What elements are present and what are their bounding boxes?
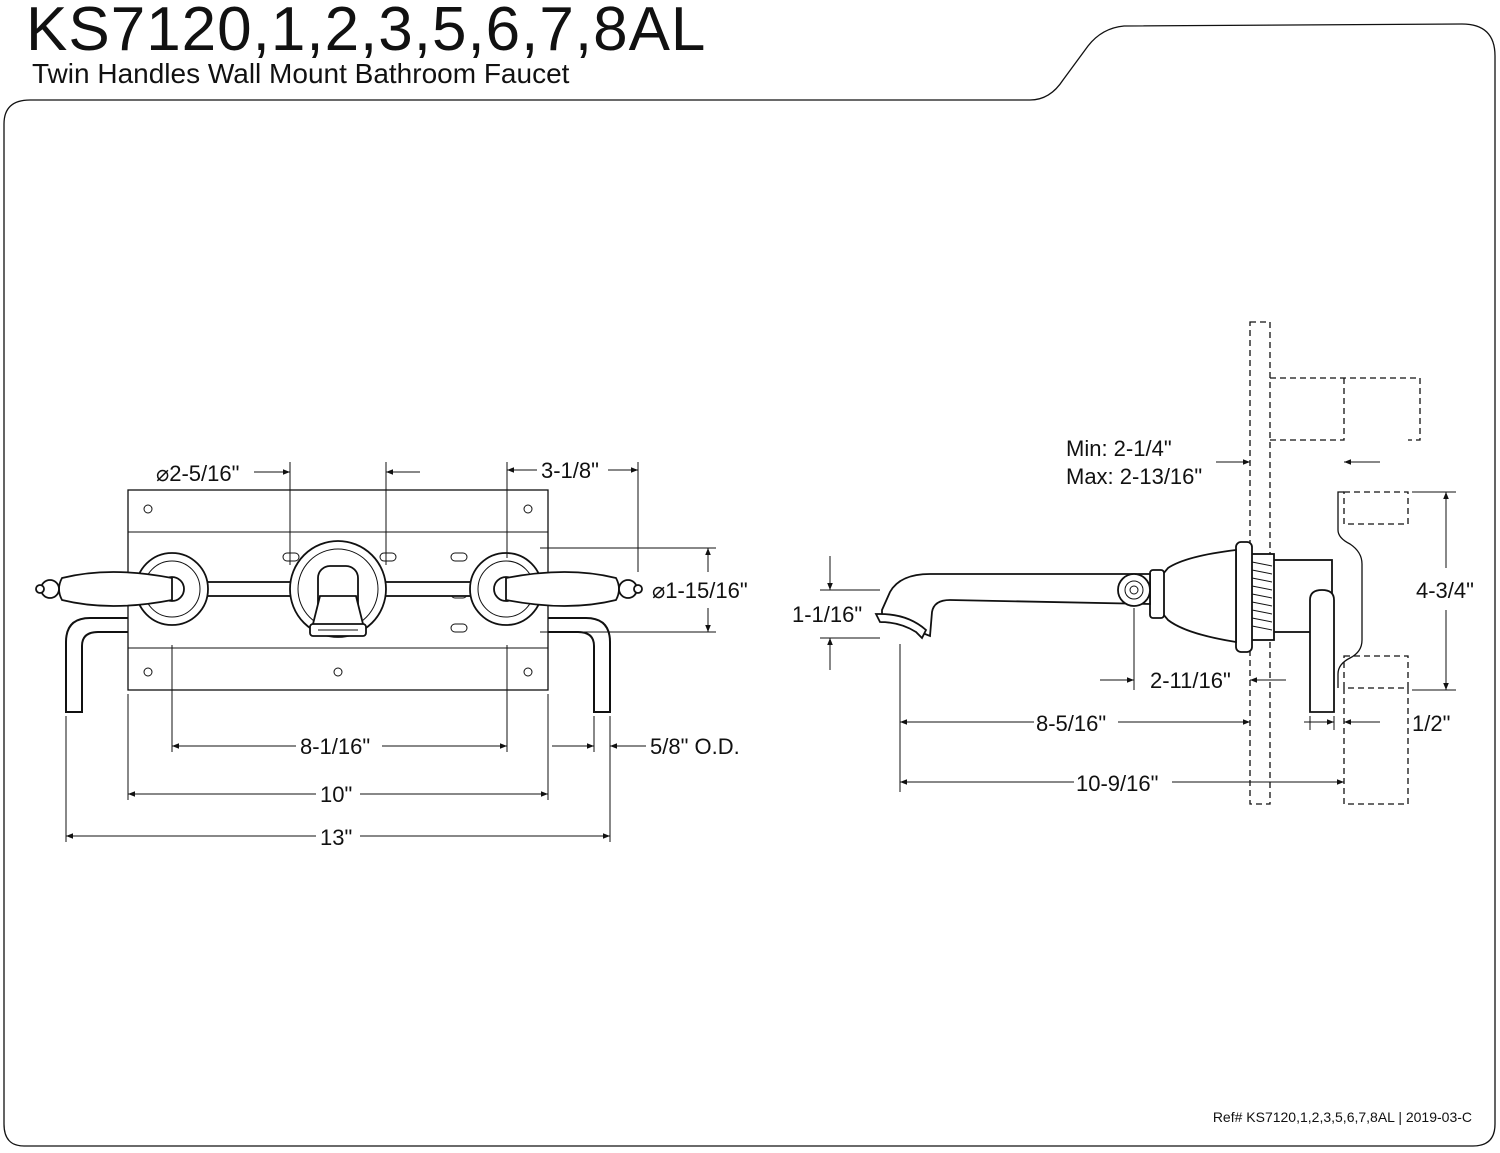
dim-wall-max: Max: 2-13/16"	[1066, 464, 1202, 489]
dim-spout-height: 1-1/16"	[792, 602, 862, 627]
dim-center-to-edge: 3-1/8"	[541, 458, 599, 483]
left-supply-pipe	[65, 617, 128, 713]
sheet-border	[3, 23, 1496, 1147]
side-view: 1-1/16" Min: 2-1/4" Max: 2-13/16" 4-3/4"…	[792, 321, 1474, 805]
right-supply-pipe	[548, 617, 611, 713]
left-handle	[35, 552, 209, 626]
dim-overall-width: 13"	[320, 825, 352, 850]
reference-number: Ref# KS7120,1,2,3,5,6,7,8AL | 2019-03-C	[1212, 1109, 1472, 1125]
dim-pipe-od: 5/8" O.D.	[650, 734, 740, 759]
dim-overall-depth: 10-9/16"	[1076, 771, 1158, 796]
model-title: KS7120,1,2,3,5,6,7,8AL	[26, 0, 707, 64]
dim-inlet: 1/2"	[1412, 711, 1450, 736]
front-spout	[289, 540, 387, 638]
front-view: ⌀2-5/16" 3-1/8" ⌀1-15/16" 8-1/16"	[35, 458, 748, 850]
right-handle	[469, 552, 643, 626]
dim-handle-diameter: ⌀1-15/16"	[652, 578, 748, 603]
dim-flange-diameter: ⌀2-5/16"	[156, 461, 239, 486]
dim-flange-depth: 2-11/16"	[1150, 668, 1231, 693]
dim-plate-width: 10"	[320, 782, 352, 807]
dim-valve-height: 4-3/4"	[1416, 578, 1474, 603]
dim-spout-reach: 8-5/16"	[1036, 711, 1106, 736]
dim-handle-spread: 8-1/16"	[300, 734, 370, 759]
dim-wall-min: Min: 2-1/4"	[1066, 436, 1172, 461]
product-subtitle: Twin Handles Wall Mount Bathroom Faucet	[32, 58, 570, 89]
